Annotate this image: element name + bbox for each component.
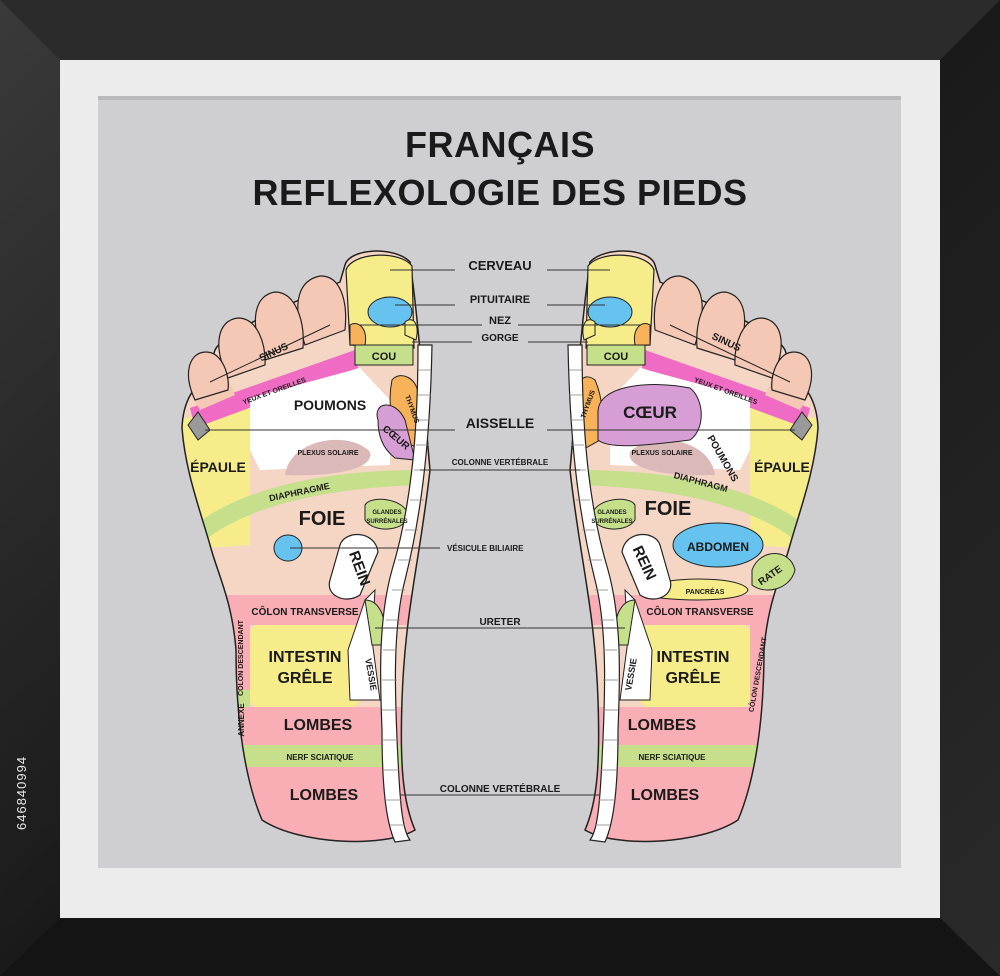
left-label-descending-colon: CÔLON DESCENDANT xyxy=(236,619,245,696)
left-label-sciatic: NERF SCIATIQUE xyxy=(287,753,355,762)
right-label-abdomen: ABDOMEN xyxy=(687,540,749,554)
label-gallbladder: VÉSICULE BILIAIRE xyxy=(447,544,524,553)
left-label-small-intestine-1: INTESTIN xyxy=(269,649,342,666)
right-label-solar-plexus: PLEXUS SOLAIRE xyxy=(631,450,692,457)
right-label-neck: COU xyxy=(604,351,629,363)
left-label-small-intestine-2: GRÊLE xyxy=(277,668,332,687)
center-labels: CERVEAU PITUITAIRE NEZ GORGE AISSELLE CO… xyxy=(425,256,575,795)
right-label-lumbar-top: LOMBES xyxy=(628,717,697,734)
right-label-adrenal-2: SURRÉNALES xyxy=(591,517,632,525)
left-label-adrenal-2: SURRÉNALES xyxy=(366,517,407,525)
title-main: REFLEXOLOGIE DES PIEDS xyxy=(252,172,748,213)
left-label-lungs: POUMONS xyxy=(294,397,366,413)
left-label-appendix: ANNEXE xyxy=(237,703,246,737)
left-label-shoulder: ÉPAULE xyxy=(190,459,246,475)
label-spine-bottom: COLONNE VERTÉBRALE xyxy=(440,782,561,795)
left-label-lumbar-top: LOMBES xyxy=(284,717,353,734)
right-label-heart: CŒUR xyxy=(623,403,677,422)
right-label-sciatic: NERF SCIATIQUE xyxy=(639,753,707,762)
label-spine-top: COLONNE VERTÉBRALE xyxy=(452,458,549,467)
title-language: FRANÇAIS xyxy=(405,124,595,165)
stock-id: 646840994 xyxy=(14,755,29,830)
right-label-lumbar-bottom: LOMBES xyxy=(631,787,700,804)
right-label-liver: FOIE xyxy=(645,498,692,520)
left-label-lumbar-bottom: LOMBES xyxy=(290,787,359,804)
left-label-solar-plexus: PLEXUS SOLAIRE xyxy=(297,450,358,457)
label-pituitary: PITUITAIRE xyxy=(470,294,530,306)
label-nose: NEZ xyxy=(489,315,511,327)
right-label-shoulder: ÉPAULE xyxy=(754,459,810,475)
right-label-pancreas: PANCRÉAS xyxy=(686,587,725,596)
left-label-adrenal-1: GLANDES xyxy=(372,510,401,516)
right-label-small-intestine-2: GRÊLE xyxy=(665,668,720,687)
right-label-transverse-colon: CÔLON TRANSVERSE xyxy=(646,605,754,618)
left-label-transverse-colon: CÔLON TRANSVERSE xyxy=(251,605,359,618)
label-throat: GORGE xyxy=(481,333,519,344)
right-label-adrenal-1: GLANDES xyxy=(597,510,626,516)
right-label-small-intestine-1: INTESTIN xyxy=(657,649,730,666)
label-ureter: URETER xyxy=(479,617,521,628)
left-foot xyxy=(181,250,433,843)
left-label-liver: FOIE xyxy=(299,508,346,530)
label-armpit: AISSELLE xyxy=(466,415,534,431)
left-label-neck: COU xyxy=(372,351,397,363)
label-brain: CERVEAU xyxy=(468,258,531,273)
